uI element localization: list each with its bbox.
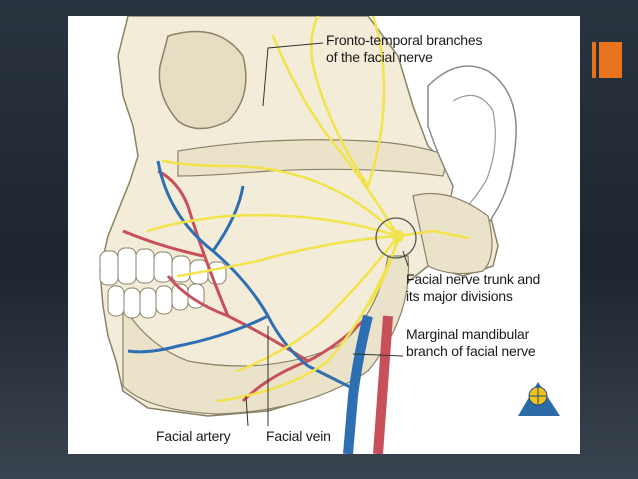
label-fronto-temporal: Fronto-temporal branches of the facial n… (326, 32, 482, 66)
nerve-trunk-highlight (375, 217, 417, 259)
nerve-trunk-node (392, 230, 404, 242)
label-nerve-trunk: Facial nerve trunk and its major divisio… (406, 271, 540, 305)
label-marginal-mandibular-line2: branch of facial nerve (406, 343, 536, 359)
accent-bar-thin (592, 42, 596, 78)
carotid-artery (373, 315, 393, 454)
label-fronto-temporal-line1: Fronto-temporal branches (326, 32, 483, 48)
facial-nerve-branches (146, 16, 470, 403)
diagram-panel: Fronto-temporal branches of the facial n… (68, 16, 580, 454)
label-fronto-temporal-line2: of the facial nerve (326, 49, 433, 65)
facial-vein-vessel (127, 160, 359, 393)
slide-accent-mark (592, 42, 622, 78)
publisher-logo-icon (518, 382, 560, 416)
label-nerve-trunk-line1: Facial nerve trunk and (406, 271, 541, 287)
accent-bar-thick (599, 42, 622, 78)
jugular-vein (343, 314, 373, 454)
eye-orbit (158, 30, 247, 130)
mandible (122, 255, 410, 415)
label-leader-lines (245, 42, 409, 427)
mastoid-region (412, 193, 493, 275)
label-marginal-mandibular-line1: Marginal mandibular (406, 326, 530, 342)
label-facial-artery: Facial artery (156, 428, 231, 444)
label-marginal-mandibular: Marginal mandibular branch of facial ner… (406, 326, 536, 360)
label-facial-vein: Facial vein (266, 428, 331, 444)
facial-anatomy-illustration (99, 16, 560, 454)
label-nerve-trunk-line2: its major divisions (406, 288, 513, 304)
ear-inner-fold (452, 94, 496, 212)
